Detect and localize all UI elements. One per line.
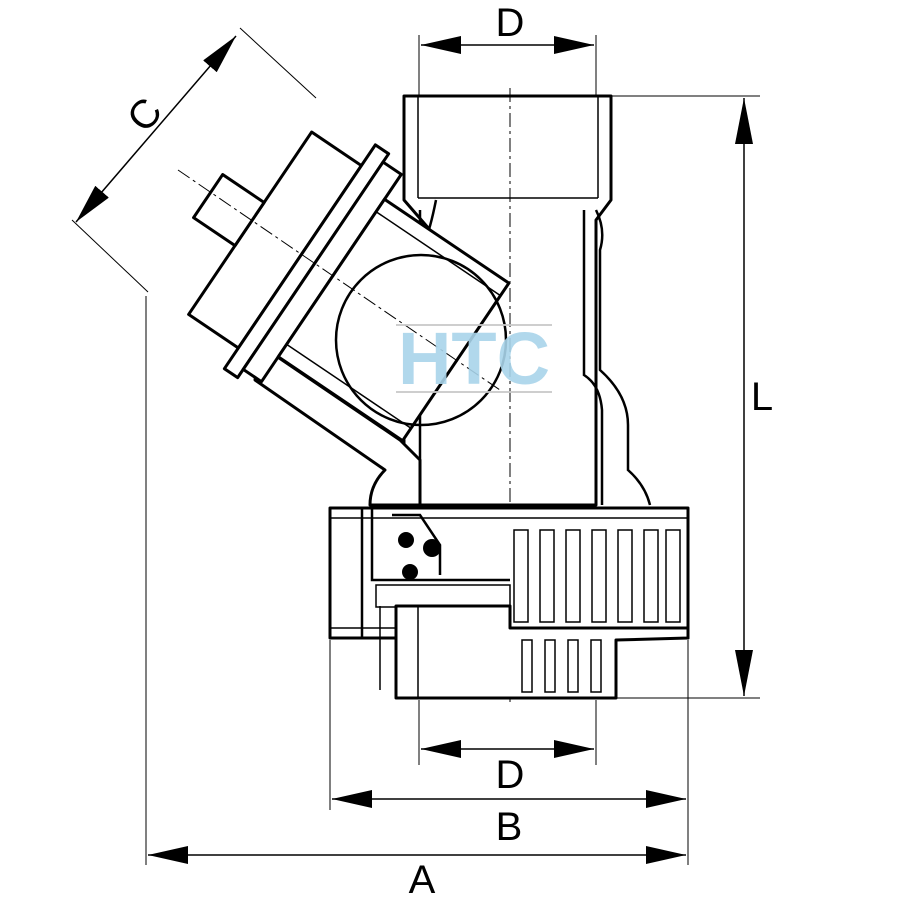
union-tail <box>379 604 690 700</box>
label-c: C <box>119 90 171 140</box>
label-b: B <box>496 805 523 849</box>
branch-centerline <box>177 169 501 391</box>
label-a: A <box>409 858 436 900</box>
label-d-bottom: D <box>496 753 525 797</box>
dimension-c <box>75 35 237 223</box>
extension-lines <box>71 27 760 865</box>
o-ring-3 <box>402 564 418 580</box>
htc-watermark-logo: HTC <box>396 317 552 400</box>
filter-cap <box>187 130 511 443</box>
screen-port <box>334 253 508 427</box>
o-ring-1 <box>398 532 414 548</box>
o-ring-2 <box>423 539 441 557</box>
dimension-l <box>735 98 753 696</box>
label-d-top: D <box>496 1 525 45</box>
watermark-text: HTC <box>398 317 550 400</box>
label-l: L <box>751 375 773 419</box>
